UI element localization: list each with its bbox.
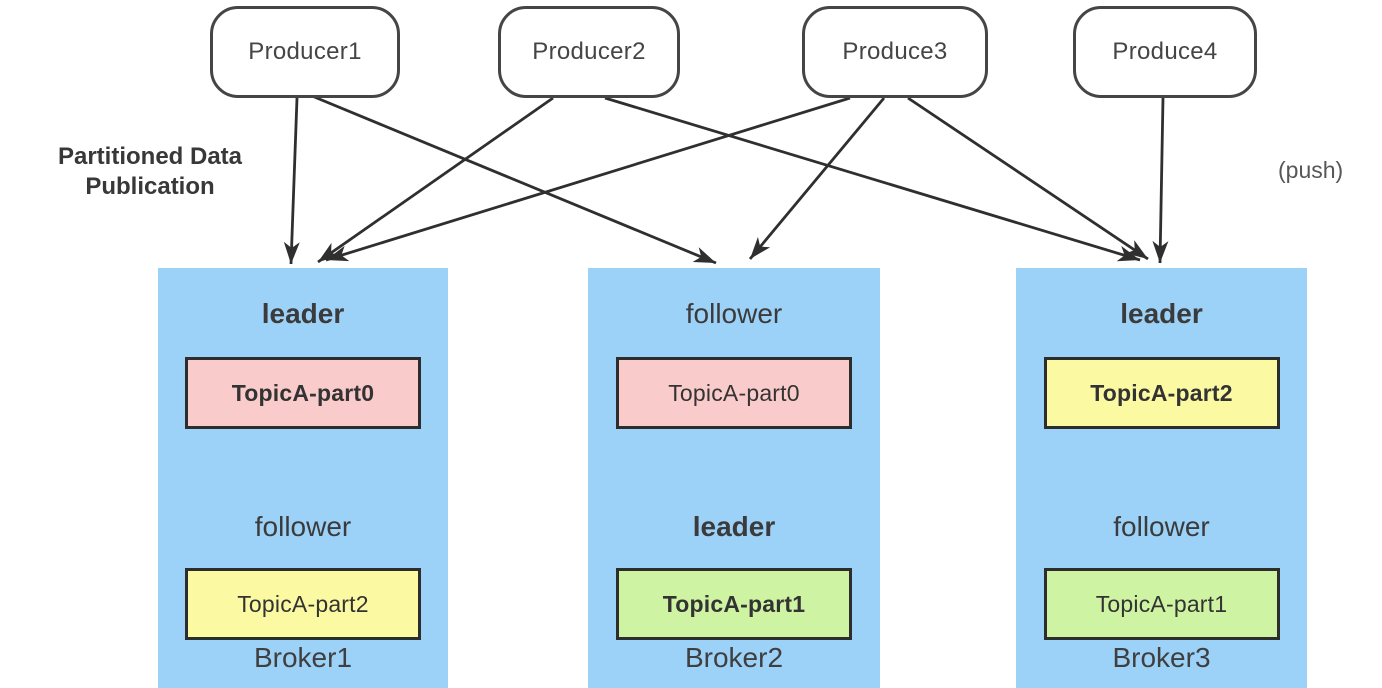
broker2-slot2-topic-box: TopicA-part1 xyxy=(616,568,852,640)
produce3-label: Produce3 xyxy=(842,38,948,65)
broker2-name-label: Broker2 xyxy=(684,642,784,673)
broker2-slot2-topic-label: TopicA-part1 xyxy=(662,590,806,617)
broker3-slot2-topic-label: TopicA-part1 xyxy=(1095,590,1228,617)
broker3-slot2-role-label: follower xyxy=(1113,511,1210,542)
push-label: (push) xyxy=(1278,157,1344,183)
broker3-slot1-topic-label: TopicA-part2 xyxy=(1090,379,1233,406)
broker1-slot1-role-label: leader xyxy=(261,298,345,329)
produce3-node: Produce3 xyxy=(802,6,988,98)
arrow-produce3-to-broker1 xyxy=(325,96,851,262)
publication-line: Publication xyxy=(85,173,215,200)
arrow-producer2-to-broker1 xyxy=(317,96,554,264)
broker3-node: leader TopicA-part2 follower TopicA-part… xyxy=(1016,268,1307,688)
arrow-producer1-to-broker2 xyxy=(311,94,717,265)
produce4-label: Produce4 xyxy=(1112,38,1218,65)
produce4-node: Produce4 xyxy=(1073,6,1257,98)
broker2-node: follower TopicA-part0 leader TopicA-part… xyxy=(588,268,880,688)
producer1-node: Producer1 xyxy=(210,6,400,98)
arrow-produce3-to-broker2 xyxy=(748,97,886,260)
producer2-label: Producer2 xyxy=(532,38,646,65)
producer1-label: Producer1 xyxy=(248,38,362,65)
broker1-node: leader TopicA-part0 follower TopicA-part… xyxy=(158,268,448,688)
broker1-slot2-topic-box: TopicA-part2 xyxy=(185,568,421,640)
producer2-node: Producer2 xyxy=(498,6,680,98)
broker1-slot1-topic-label: TopicA-part0 xyxy=(231,379,375,406)
broker3-slot1-role-label: leader xyxy=(1120,298,1203,329)
partitioned-data-publication-label: Partitioned Data Publication xyxy=(14,142,286,202)
broker2-slot1-topic-box: TopicA-part0 xyxy=(616,357,852,429)
broker2-slot1-role-label: follower xyxy=(685,298,783,329)
arrow-producer1-to-broker1 xyxy=(283,97,300,265)
arrow-producer2-to-broker3 xyxy=(604,96,1141,262)
arrow-produce3-to-broker3 xyxy=(907,96,1149,261)
partitioned-data-line: Partitioned Data xyxy=(57,143,243,170)
broker1-slot2-topic-label: TopicA-part2 xyxy=(237,590,369,617)
broker1-slot2-role-label: follower xyxy=(254,511,352,542)
broker2-slot1-topic-label: TopicA-part0 xyxy=(668,379,800,406)
broker2-slot2-role-label: leader xyxy=(692,511,776,542)
broker3-slot1-topic-box: TopicA-part2 xyxy=(1043,357,1280,429)
broker3-name-label: Broker3 xyxy=(1112,642,1211,673)
broker3-slot2-topic-box: TopicA-part1 xyxy=(1043,568,1280,640)
broker1-slot1-topic-box: TopicA-part0 xyxy=(185,357,421,429)
arrow-produce4-to-broker3 xyxy=(1152,97,1169,264)
broker1-name-label: Broker1 xyxy=(253,642,353,673)
